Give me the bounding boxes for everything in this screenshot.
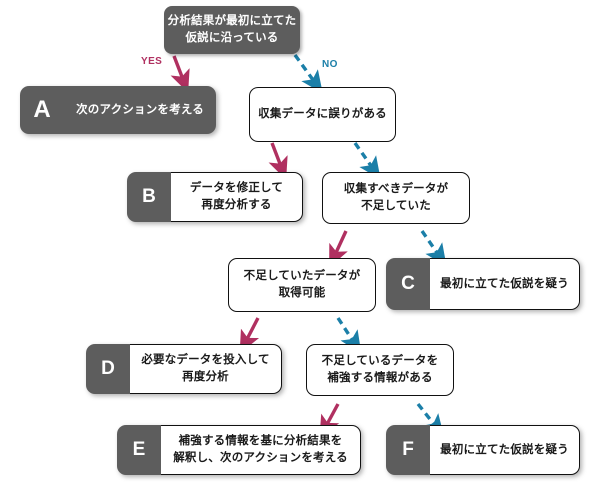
result-c-line1: 最初に立てた仮説を疑う: [440, 277, 569, 290]
result-e-letter: E: [117, 425, 161, 475]
result-e-line2: 解釈し、次のアクションを考える: [173, 452, 348, 464]
result-b-line2: 再度分析する: [201, 199, 272, 211]
q4-line2: 補強する情報がある: [327, 372, 433, 384]
branch-label-yes: YES: [141, 56, 163, 67]
decision-line1: 分析結果が最初に立てた: [167, 15, 297, 28]
q3-line1: 不足していたデータが: [243, 270, 361, 283]
question-box-q2[interactable]: 収集すべきデータが 不足していた: [322, 172, 470, 224]
result-box-b[interactable]: B データを修正して 再度分析する: [127, 172, 303, 222]
q4-line1: 不足しているデータを: [321, 355, 439, 368]
result-a-letter: A: [20, 86, 64, 134]
arrow-q1-to-b: [268, 142, 288, 180]
decision-box-hypothesis[interactable]: 分析結果が最初に立てた 仮説に沿っている: [164, 6, 300, 54]
question-box-q3[interactable]: 不足していたデータが 取得可能: [228, 258, 376, 312]
result-box-a[interactable]: A 次のアクションを考える: [20, 86, 216, 134]
result-box-e[interactable]: E 補強する情報を基に分析結果を 解釈し、次のアクションを考える: [117, 425, 361, 475]
q2-line2: 不足していた: [361, 200, 431, 212]
result-a-line1: 次のアクションを考える: [76, 103, 204, 116]
decision-line2: 仮説に沿っている: [185, 32, 279, 44]
result-b-letter: B: [127, 172, 171, 222]
result-box-d[interactable]: D 必要なデータを投入して 再度分析: [86, 344, 282, 394]
result-box-f[interactable]: F 最初に立てた仮説を疑う: [386, 425, 580, 475]
arrow-q2-to-q3: [329, 230, 348, 268]
q3-line2: 取得可能: [278, 287, 326, 299]
arrow-q2-to-c: [420, 230, 447, 267]
result-d-letter: D: [86, 344, 130, 394]
arrow-q3-to-d: [239, 317, 260, 354]
arrow-no-to-q1: [293, 54, 323, 94]
result-e-line1: 補強する情報を基に分析結果を: [178, 435, 343, 448]
result-f-letter: F: [386, 425, 430, 475]
q2-line1: 収集すべきデータが: [343, 183, 449, 196]
arrow-q3-to-q4: [336, 317, 362, 354]
result-box-c[interactable]: C 最初に立てた仮説を疑う: [386, 258, 580, 310]
result-d-line1: 必要なデータを投入して: [141, 354, 270, 367]
result-c-letter: C: [386, 258, 430, 310]
arrow-q1-to-q2: [353, 142, 381, 180]
question-box-q4[interactable]: 不足しているデータを 補強する情報がある: [306, 344, 454, 396]
result-b-line1: データを修正して: [189, 182, 284, 195]
q1-line1: 収集データに誤りがある: [258, 108, 387, 121]
result-f-line1: 最初に立てた仮説を疑う: [440, 443, 569, 456]
branch-label-no: NO: [322, 59, 338, 70]
question-box-q1[interactable]: 収集データに誤りがある: [249, 87, 396, 142]
result-d-line2: 再度分析: [182, 371, 229, 383]
arrow-yes-to-a: [170, 55, 190, 93]
